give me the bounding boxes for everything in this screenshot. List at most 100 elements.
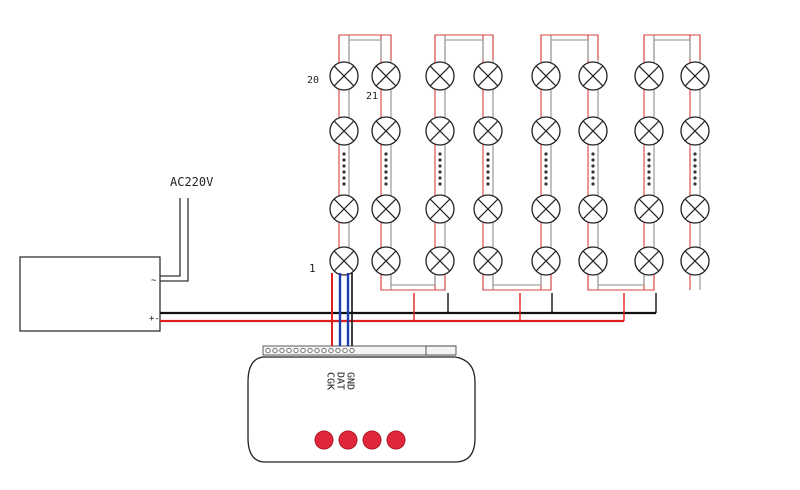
continuation-dot: [438, 158, 442, 162]
terminal-pin: [349, 347, 355, 354]
lamp-bulb: [531, 61, 561, 91]
lamp-bulb: [371, 194, 401, 224]
lamp-bulb: [329, 116, 359, 146]
continuation-dot: [438, 170, 442, 174]
continuation-dot: [384, 152, 388, 156]
continuation-dot: [342, 182, 346, 186]
lamp-bulb: [680, 246, 710, 276]
lamp-bulb: [531, 116, 561, 146]
lamp-bulb: [329, 246, 359, 276]
continuation-dot: [384, 158, 388, 162]
bulb-label-21: 21: [366, 91, 378, 102]
top-loop: [338, 34, 392, 60]
bottom-loop: [380, 270, 446, 291]
lamp-bulb: [425, 61, 455, 91]
input-terminal-block: [425, 345, 457, 356]
terminal-pin: [300, 347, 306, 354]
lamp-bulb: [473, 246, 503, 276]
lamp-bulb: [371, 246, 401, 276]
lamp-bulb: [578, 246, 608, 276]
continuation-dot: [544, 164, 548, 168]
continuation-dot: [591, 152, 595, 156]
lamp-bulb: [578, 194, 608, 224]
lamp-bulb: [473, 61, 503, 91]
continuation-dot: [486, 170, 490, 174]
lamp-bulb: [578, 61, 608, 91]
terminal-pin: [265, 347, 271, 354]
continuation-dot: [693, 164, 697, 168]
terminal-pin: [272, 347, 278, 354]
lamp-bulb: [634, 61, 664, 91]
terminal-pin: [321, 347, 327, 354]
continuation-dot: [693, 158, 697, 162]
ac-input-wires: AC220V: [160, 175, 213, 282]
controller-button[interactable]: [362, 430, 382, 450]
continuation-dot: [647, 158, 651, 162]
terminal-pin: [335, 347, 341, 354]
led-controller: CGK DAT GND: [247, 345, 476, 463]
continuation-dot: [342, 170, 346, 174]
continuation-dot: [591, 182, 595, 186]
terminal-pin: [328, 347, 334, 354]
continuation-dot: [647, 170, 651, 174]
controller-body: [247, 356, 476, 463]
lamp-bulb: [531, 194, 561, 224]
continuation-dot: [647, 176, 651, 180]
continuation-dot: [544, 152, 548, 156]
continuation-dot: [438, 152, 442, 156]
continuation-dot: [384, 176, 388, 180]
bulb-label-1: 1: [309, 262, 316, 275]
lamp-bulb: [371, 116, 401, 146]
lamp-bulb: [680, 61, 710, 91]
lamp-bulb: [578, 116, 608, 146]
continuation-dot: [438, 164, 442, 168]
top-loop: [643, 34, 701, 60]
terminal-pin: [293, 347, 299, 354]
port-label-col1: CGK: [325, 372, 336, 390]
continuation-dot: [591, 170, 595, 174]
continuation-dot: [693, 170, 697, 174]
continuation-dot: [342, 176, 346, 180]
continuation-dot: [591, 176, 595, 180]
psu-dc-terminal-label: +-: [149, 314, 160, 324]
lamp-bulb: [371, 61, 401, 91]
continuation-dot: [486, 158, 490, 162]
continuation-dot: [591, 158, 595, 162]
lamp-bulb: [680, 116, 710, 146]
dc-bus-wires: [160, 293, 657, 323]
continuation-dot: [384, 170, 388, 174]
continuation-dot: [544, 176, 548, 180]
continuation-dot: [544, 158, 548, 162]
continuation-dot: [342, 152, 346, 156]
continuation-dot: [384, 164, 388, 168]
terminal-pins: [265, 347, 454, 354]
top-loop: [434, 34, 494, 60]
continuation-dot: [693, 176, 697, 180]
bottom-loop: [482, 270, 552, 291]
controller-output-wires: [331, 273, 353, 346]
controller-button[interactable]: [338, 430, 358, 450]
port-label-col2: DAT: [335, 372, 346, 390]
bulb-label-20: 20: [307, 75, 319, 86]
continuation-dot: [647, 152, 651, 156]
lamp-bulb: [680, 194, 710, 224]
controller-button[interactable]: [314, 430, 334, 450]
lamp-bulb: [473, 194, 503, 224]
terminal-pin: [286, 347, 292, 354]
continuation-dot: [486, 164, 490, 168]
ac-input-label: AC220V: [170, 175, 213, 189]
lamp-bulb: [634, 194, 664, 224]
controller-button[interactable]: [386, 430, 406, 450]
continuation-dot: [342, 164, 346, 168]
top-loop: [540, 34, 599, 60]
continuation-dot: [591, 164, 595, 168]
continuation-dot: [342, 158, 346, 162]
terminal-pin: [279, 347, 285, 354]
terminal-pin: [314, 347, 320, 354]
continuation-dot: [544, 182, 548, 186]
lamp-bulb: [473, 116, 503, 146]
continuation-dot: [438, 176, 442, 180]
continuation-dot: [486, 176, 490, 180]
continuation-dot: [647, 164, 651, 168]
lamp-string: [329, 34, 710, 291]
